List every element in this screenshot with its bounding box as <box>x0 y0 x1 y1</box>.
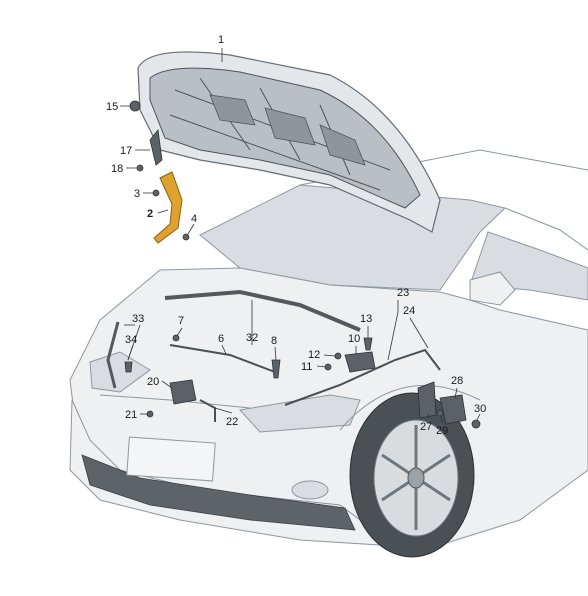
lower-grille <box>81 454 356 531</box>
callout-3: 3 <box>134 188 140 200</box>
lock-carrier-20 <box>169 379 197 405</box>
small-parts <box>106 100 481 429</box>
bracket-27 <box>417 381 437 419</box>
clip-8 <box>271 359 281 379</box>
callout-8: 8 <box>271 335 277 347</box>
bonnet-part-1 <box>137 51 441 233</box>
callout-33: 33 <box>132 313 144 325</box>
callout-labels: 1 2 3 4 6 7 8 10 11 12 13 15 17 18 20 21… <box>106 34 486 437</box>
cable-6 <box>169 344 276 373</box>
lock-10 <box>344 351 376 373</box>
cap-30 <box>471 419 481 429</box>
license-plate <box>126 436 216 482</box>
callout-12: 12 <box>308 349 320 361</box>
callout-6: 6 <box>218 333 224 345</box>
callout-27: 27 <box>420 421 432 433</box>
hinge-part-2 <box>153 171 183 244</box>
switch-13 <box>363 337 373 351</box>
callout-7: 7 <box>178 315 184 327</box>
callout-28: 28 <box>451 375 463 387</box>
car-body <box>69 149 588 558</box>
callout-11: 11 <box>301 361 312 373</box>
callout-20: 20 <box>147 376 159 388</box>
bolt-3 <box>152 189 160 197</box>
a-pillar <box>504 207 588 251</box>
callout-32: 32 <box>246 332 258 344</box>
bonnet-cutouts <box>209 94 366 166</box>
callout-13: 13 <box>360 313 372 325</box>
leader-lines <box>120 48 481 423</box>
callout-18: 18 <box>111 163 123 175</box>
callout-4: 4 <box>191 213 197 225</box>
callout-24: 24 <box>403 305 415 317</box>
headlight-left <box>89 351 151 393</box>
bolt-29 <box>436 409 444 417</box>
wheel-hub <box>407 467 425 489</box>
headlight-right <box>239 394 361 433</box>
callout-21: 21 <box>125 409 137 421</box>
fog-light <box>291 480 329 500</box>
buffer-15 <box>129 100 141 112</box>
callout-10: 10 <box>348 333 360 345</box>
callout-29: 29 <box>436 425 448 437</box>
callout-23: 23 <box>397 287 409 299</box>
callout-15: 15 <box>106 101 118 113</box>
handle-28 <box>439 394 467 425</box>
callout-30: 30 <box>474 403 486 415</box>
nut-18 <box>136 164 144 172</box>
gas-strut-17 <box>149 129 163 166</box>
wheel-arch <box>339 385 481 431</box>
clip-7 <box>172 334 180 342</box>
callout-1: 1 <box>218 34 224 46</box>
bolt-4 <box>182 233 190 241</box>
callout-22: 22 <box>226 416 238 428</box>
clip-34 <box>124 361 133 373</box>
seal-32 <box>164 289 361 332</box>
callout-17: 17 <box>120 145 132 157</box>
side-mirror <box>469 271 516 306</box>
release-cable-24 <box>284 348 441 406</box>
front-light-bar <box>99 394 251 409</box>
seal-33 <box>106 321 120 389</box>
callout-2: 2 <box>147 208 153 220</box>
callout-34: 34 <box>125 334 137 346</box>
